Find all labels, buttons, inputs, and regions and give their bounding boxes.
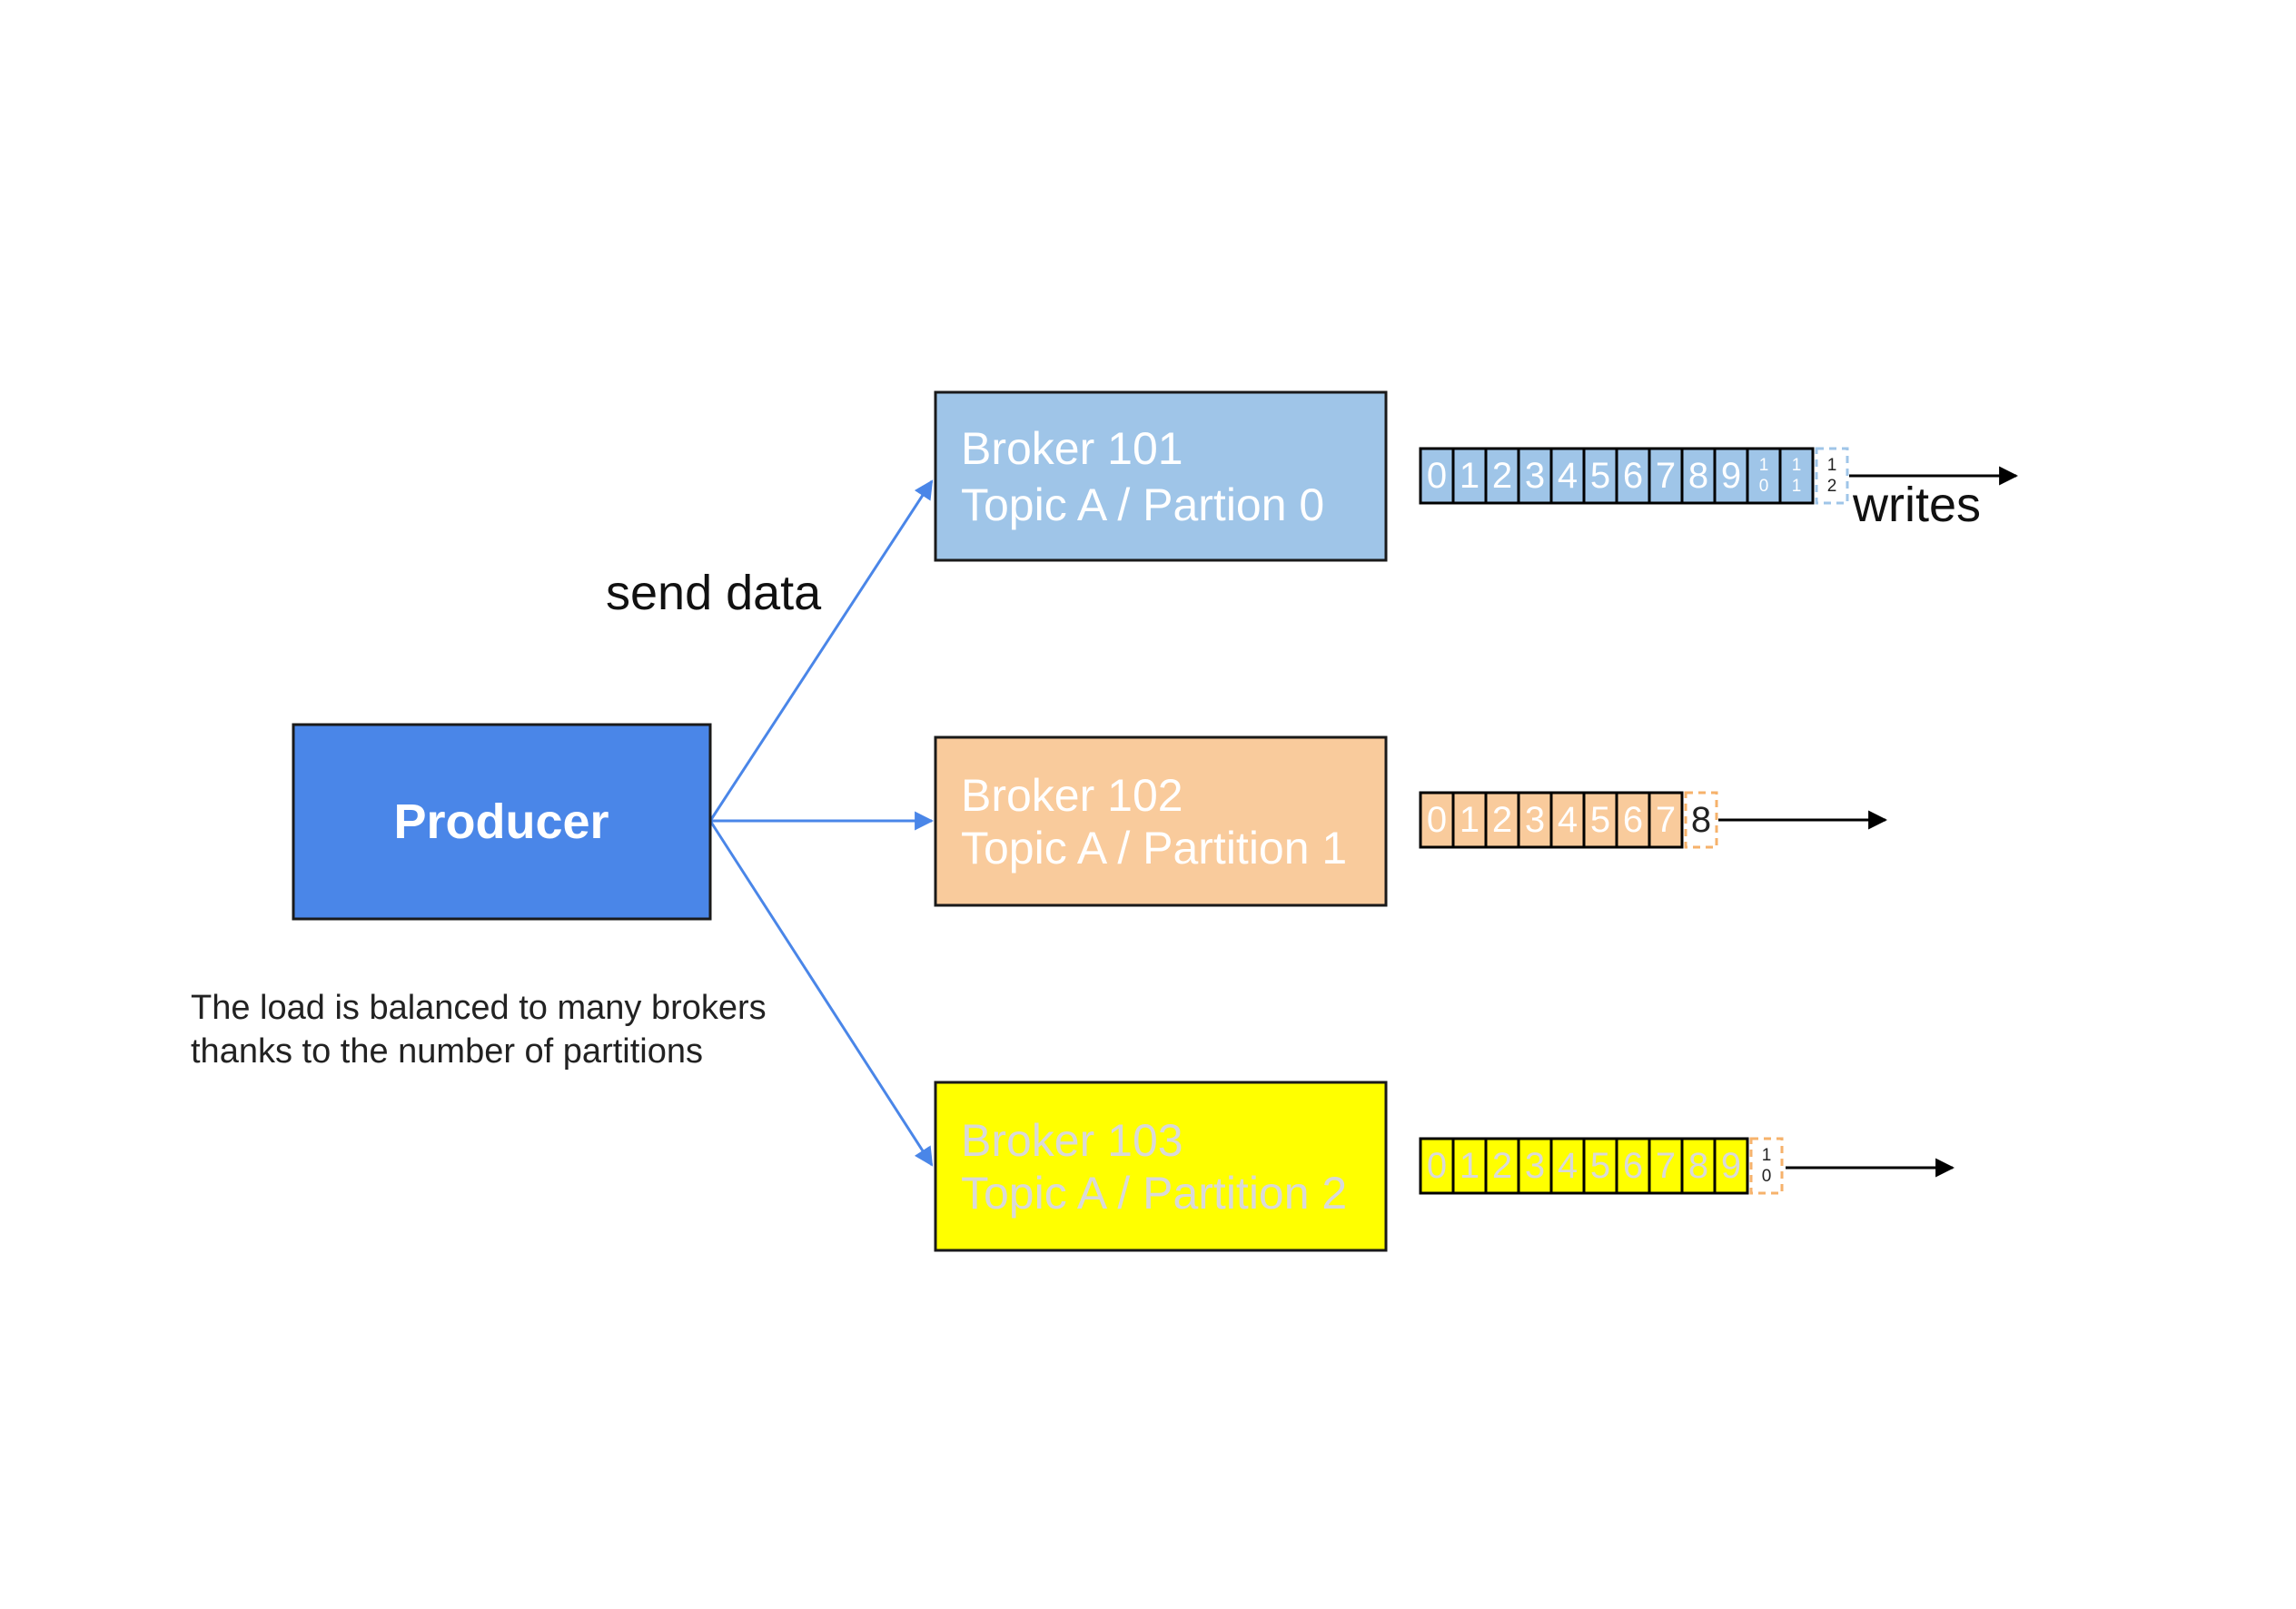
log-cell-offset: 0 <box>1427 1146 1447 1186</box>
log-cell-offset: 7 <box>1656 800 1676 840</box>
log-cell <box>1615 791 1651 849</box>
producer-box <box>292 723 712 921</box>
broker-101-node: Broker 101 Topic A / Partion 0 <box>934 390 1388 562</box>
next-offset-label: 8 <box>1691 800 1711 840</box>
log-cell-offset: 2 <box>1492 456 1512 496</box>
producer-label: Producer <box>393 795 609 849</box>
arrow-to-broker-101 <box>708 479 934 822</box>
log-cell <box>1778 447 1815 505</box>
log-cell-offset: 3 <box>1525 456 1545 496</box>
next-offset-cell <box>1749 1137 1784 1195</box>
broker-101-topic: Topic A / Partion 0 <box>961 479 1324 530</box>
log-cell-offset: 6 <box>1623 1146 1643 1186</box>
log-cell <box>1451 1137 1488 1195</box>
broker-102-box <box>934 735 1388 907</box>
log-cell-offset: 9 <box>1721 1146 1741 1186</box>
log-cell <box>1451 447 1488 505</box>
log-cell <box>1549 1137 1586 1195</box>
balance-note-line-1: The load is balanced to many brokers <box>191 989 767 1027</box>
log-cell-offset: 6 <box>1623 800 1643 840</box>
log-cell <box>1484 1137 1520 1195</box>
log-cell-offset: 9 <box>1721 456 1741 496</box>
broker-102-title: Broker 102 <box>961 770 1183 821</box>
log-cell-offset: 4 <box>1558 800 1578 840</box>
log-cell-offset: 5 <box>1590 456 1610 496</box>
log-cell <box>1484 791 1520 849</box>
log-cell <box>1746 447 1782 505</box>
log-cell <box>1517 447 1553 505</box>
writes-label: writes <box>1852 478 1981 532</box>
log-cell-offset: 8 <box>1688 456 1708 496</box>
next-offset-label-top: 1 <box>1827 456 1837 475</box>
log-cell <box>1680 1137 1717 1195</box>
log-cell <box>1582 791 1618 849</box>
next-offset-label-bottom: 2 <box>1827 477 1837 496</box>
log-cell <box>1713 447 1749 505</box>
log-cell-offset-top: 1 <box>1759 456 1769 475</box>
broker-103-box <box>934 1081 1388 1252</box>
log-cell-offset: 1 <box>1460 456 1480 496</box>
log-cell <box>1549 447 1586 505</box>
broker-101-title: Broker 101 <box>961 423 1183 474</box>
producer-node: Producer <box>292 723 712 921</box>
log-cell <box>1582 1137 1618 1195</box>
log-cell-offset: 1 <box>1460 1146 1480 1186</box>
log-cell-offset: 3 <box>1525 800 1545 840</box>
log-cell-offset: 6 <box>1623 456 1643 496</box>
broker-103-node: Broker 103 Topic A / Partition 2 <box>934 1081 1388 1252</box>
log-cell <box>1713 1137 1749 1195</box>
log-cell <box>1615 447 1651 505</box>
arrow-to-broker-103 <box>708 820 934 1167</box>
log-cell <box>1648 791 1684 849</box>
log-cell-offset: 4 <box>1558 456 1578 496</box>
log-cell <box>1419 447 1455 505</box>
log-cell-offset-bottom: 0 <box>1759 477 1769 496</box>
next-offset-cell <box>1815 447 1849 505</box>
balance-note-line-2: thanks to the number of partitions <box>191 1032 703 1071</box>
broker-102-topic: Topic A / Partition 1 <box>961 823 1347 874</box>
broker-102-node: Broker 102 Topic A / Partition 1 <box>934 735 1388 907</box>
log-cell-offset: 7 <box>1656 1146 1676 1186</box>
broker-101-box <box>934 390 1388 562</box>
send-data-label: send data <box>606 566 822 620</box>
log-cell-offset: 7 <box>1656 456 1676 496</box>
log-cell-offset: 4 <box>1558 1146 1578 1186</box>
log-cell-offset-bottom: 1 <box>1792 477 1802 496</box>
log-cell-offset: 2 <box>1492 1146 1512 1186</box>
producer-to-broker-arrows <box>708 479 935 1167</box>
log-cell-offset: 1 <box>1460 800 1480 840</box>
log-cell <box>1517 791 1553 849</box>
next-offset-label-top: 1 <box>1762 1146 1772 1165</box>
log-cell-offset: 5 <box>1590 1146 1610 1186</box>
next-offset-label-bottom: 0 <box>1762 1167 1772 1186</box>
log-cell <box>1680 447 1717 505</box>
log-cell <box>1419 1137 1455 1195</box>
broker-103-title: Broker 103 <box>961 1115 1183 1166</box>
log-cell-offset: 3 <box>1525 1146 1545 1186</box>
log-cell-offset: 2 <box>1492 800 1512 840</box>
log-cell-offset: 0 <box>1427 800 1447 840</box>
log-cell-offset-top: 1 <box>1792 456 1802 475</box>
log-cell-offset: 5 <box>1590 800 1610 840</box>
next-offset-cell <box>1684 791 1718 849</box>
log-cell <box>1648 1137 1684 1195</box>
broker-103-topic: Topic A / Partition 2 <box>961 1168 1347 1219</box>
log-cell-offset: 8 <box>1688 1146 1708 1186</box>
log-cell-offset: 0 <box>1427 456 1447 496</box>
